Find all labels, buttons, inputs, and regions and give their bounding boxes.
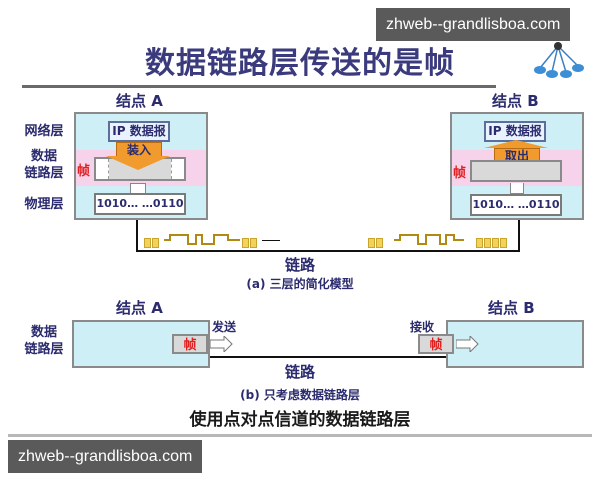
signal-waveform-left bbox=[164, 232, 240, 252]
bits-box-b: 1010… …0110 bbox=[470, 194, 562, 216]
send-arrow-icon bbox=[209, 334, 234, 356]
watermark-bottom: zhweb--grandlisboa.com bbox=[8, 440, 203, 473]
ip-packet-box-b: IP 数据报 bbox=[484, 121, 546, 142]
down-arrow-icon bbox=[130, 183, 146, 194]
caption-b: (b) 只考虑数据链路层 bbox=[240, 388, 360, 402]
watermark-top: zhweb--grandlisboa.com bbox=[376, 8, 571, 41]
node-b-label: 结点 B bbox=[492, 92, 539, 110]
datalink-layer-line1: 数据 bbox=[30, 325, 57, 340]
page-title: 数据链路层传送的是帧 bbox=[145, 46, 455, 81]
up-arrow-icon bbox=[510, 183, 524, 194]
datalink-layer-label: 数据 链路层 bbox=[18, 148, 70, 182]
node-b-label-b: 结点 B bbox=[488, 299, 535, 317]
frame-box-b bbox=[470, 160, 562, 182]
frame-label-a: 帧 bbox=[77, 164, 91, 179]
footer-title: 使用点对点信道的数据链路层 bbox=[189, 410, 411, 430]
receive-frame-label: 帧 bbox=[429, 338, 443, 353]
node-a-label-b: 结点 A bbox=[116, 299, 163, 317]
send-frame: 帧 bbox=[172, 334, 208, 354]
send-frame-label: 帧 bbox=[183, 338, 197, 353]
footer-divider bbox=[8, 434, 592, 437]
link-line-a-right bbox=[518, 220, 520, 252]
network-layer-label: 网络层 bbox=[24, 124, 64, 139]
send-label: 发送 bbox=[212, 320, 237, 334]
link-line-b bbox=[210, 356, 446, 358]
arrow-right-icon bbox=[262, 240, 280, 241]
link-label-b: 链路 bbox=[284, 363, 315, 381]
receive-frame: 帧 bbox=[418, 334, 454, 354]
network-nodes-icon bbox=[530, 40, 586, 80]
physical-layer-label: 物理层 bbox=[24, 197, 64, 212]
extract-arrow-label: 取出 bbox=[504, 149, 529, 163]
frame-label-b: 帧 bbox=[453, 166, 467, 181]
link-line-a bbox=[136, 250, 520, 252]
extract-arrow-head bbox=[484, 140, 548, 148]
datalink-layer-line1: 数据 bbox=[30, 149, 57, 164]
load-arrow-head bbox=[106, 156, 170, 170]
load-arrow-label: 装入 bbox=[126, 143, 151, 157]
datalink-layer-line2: 链路层 bbox=[24, 166, 64, 181]
bits-box-a: 1010… …0110 bbox=[94, 193, 186, 215]
node-a-label: 结点 A bbox=[116, 92, 163, 110]
link-label-a: 链路 bbox=[284, 256, 315, 274]
datalink-layer-line2: 链路层 bbox=[24, 342, 64, 357]
link-line-a-left bbox=[136, 220, 138, 252]
receive-arrow-icon bbox=[455, 334, 480, 356]
title-divider bbox=[22, 85, 496, 88]
signal-waveform-right bbox=[394, 232, 464, 252]
datalink-layer-label-b: 数据 链路层 bbox=[18, 324, 70, 358]
load-arrow: 装入 bbox=[116, 142, 162, 158]
caption-a: (a) 三层的简化模型 bbox=[246, 277, 354, 291]
receive-label: 接收 bbox=[410, 320, 435, 334]
ip-packet-box-a: IP 数据报 bbox=[108, 121, 170, 142]
